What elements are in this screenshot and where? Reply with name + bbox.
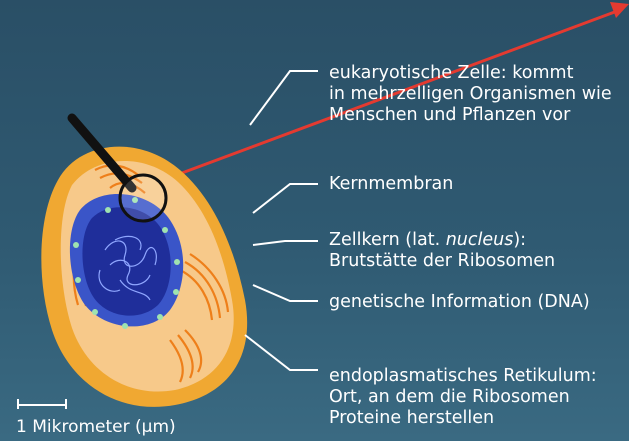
label-membrane: Kernmembran (329, 174, 453, 195)
leader-dna (253, 285, 318, 301)
zoom-pointer-arrowhead (610, 2, 629, 18)
label-er: endoplasmatisches Retikulum: Ort, an dem… (329, 366, 597, 429)
label-nucleus: Zellkern (lat. nucleus): Brutstätte der … (329, 230, 555, 272)
label-cell: eukaryotische Zelle: kommt in mehrzellig… (329, 63, 612, 126)
scale-label: 1 Mikrometer (µm) (16, 417, 176, 437)
label-dna: genetische Information (DNA) (329, 292, 590, 313)
leader-nucleus (253, 241, 318, 245)
leader-membrane (253, 184, 318, 213)
leader-cell (250, 71, 318, 125)
leader-lines (245, 71, 318, 370)
scale-bar (18, 399, 66, 409)
leader-er (245, 335, 318, 370)
